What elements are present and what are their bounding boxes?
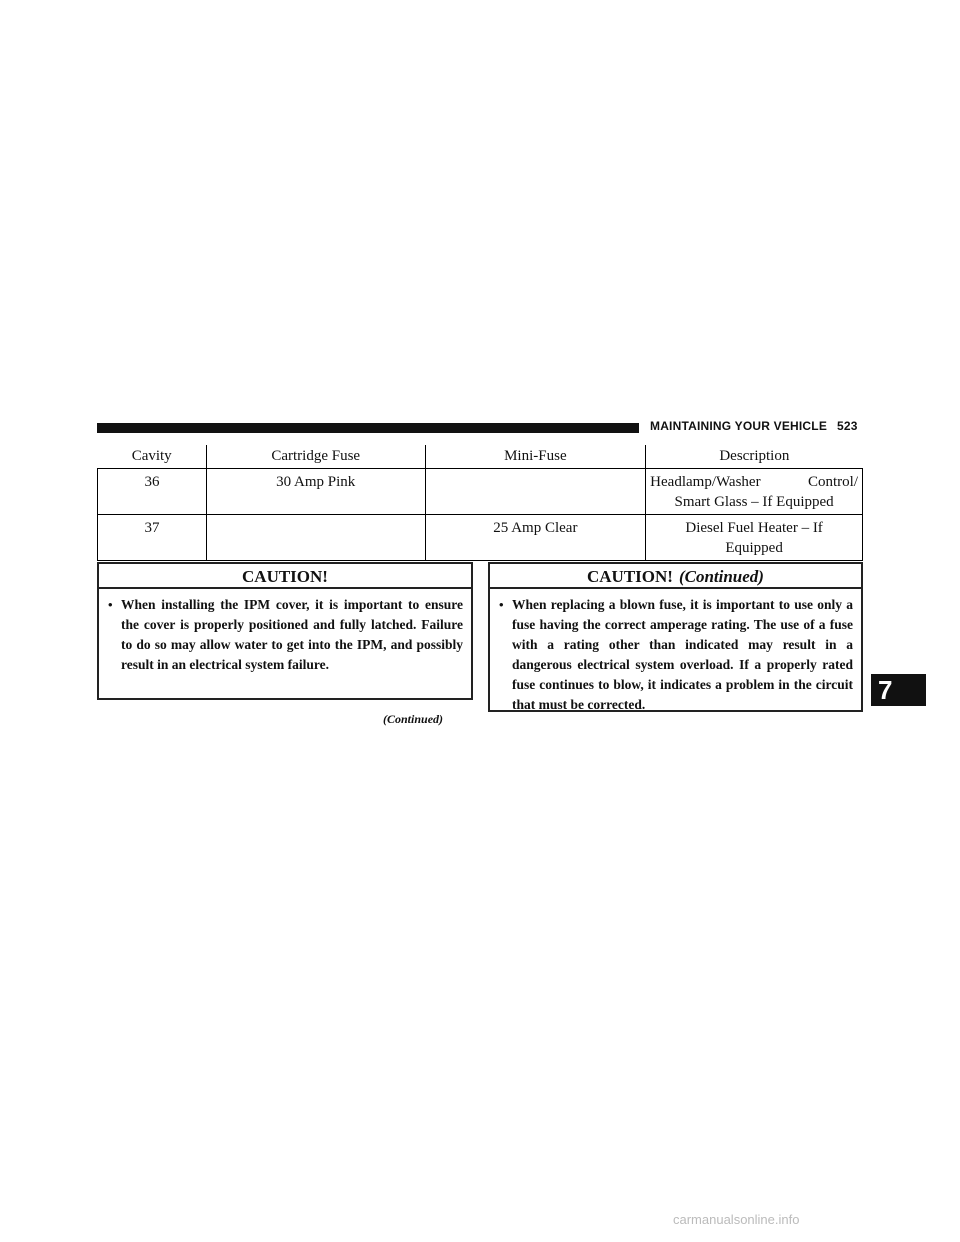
caution-body: • When installing the IPM cover, it is i… [99,589,471,675]
bullet-icon: • [499,597,504,612]
caution-box-ipm-cover: CAUTION! • When installing the IPM cover… [97,562,473,700]
caution-box-fuse-rating: CAUTION! (Continued) • When replacing a b… [488,562,863,712]
caution-title-continued: (Continued) [678,567,764,586]
fuse-table: Cavity Cartridge Fuse Mini-Fuse Descript… [97,445,863,561]
column-header-cavity: Cavity [97,445,207,469]
column-header-cartridge-fuse: Cartridge Fuse [205,445,426,469]
chapter-tab: 7 [871,674,926,706]
caution-title: CAUTION! [99,564,471,589]
cell-cartridge-fuse: 30 Amp Pink [205,468,426,515]
description-line: Smart Glass – If Equipped [674,494,834,510]
caution-body: • When replacing a blown fuse, it is imp… [490,589,861,715]
caution-title: CAUTION! (Continued) [490,564,861,589]
cell-mini-fuse: 25 Amp Clear [424,514,646,561]
fuse-table-header: Cavity Cartridge Fuse Mini-Fuse Descript… [97,445,863,469]
bullet-icon: • [108,597,113,612]
continued-note: (Continued) [383,712,444,726]
cell-cavity: 36 [97,468,207,515]
cell-mini-fuse [424,468,646,515]
watermark: carmanualsonline.info [673,1212,800,1227]
header-rule [97,423,639,433]
column-header-description: Description [645,445,863,469]
column-header-mini-fuse: Mini-Fuse [424,445,646,469]
cell-cavity: 37 [97,514,207,561]
table-row: 36 30 Amp Pink Headlamp/Washer Control/ … [97,468,863,515]
page-number: 523 [837,419,858,433]
running-header: MAINTAINING YOUR VEHICLE 523 [650,419,858,433]
description-line: Diesel Fuel Heater – If [685,520,823,536]
caution-text: When installing the IPM cover, it is imp… [121,597,463,672]
section-title: MAINTAINING YOUR VEHICLE [650,419,828,433]
caution-text: When replacing a blown fuse, it is impor… [512,597,853,712]
caution-title-label: CAUTION! [587,567,673,586]
description-line: Equipped [725,540,783,556]
cell-description: Diesel Fuel Heater – If Equipped [645,514,863,561]
cell-cartridge-fuse [205,514,426,561]
description-line: Headlamp/Washer Control/ [650,474,858,490]
table-row: 37 25 Amp Clear Diesel Fuel Heater – If … [97,514,863,561]
cell-description: Headlamp/Washer Control/ Smart Glass – I… [645,468,863,515]
